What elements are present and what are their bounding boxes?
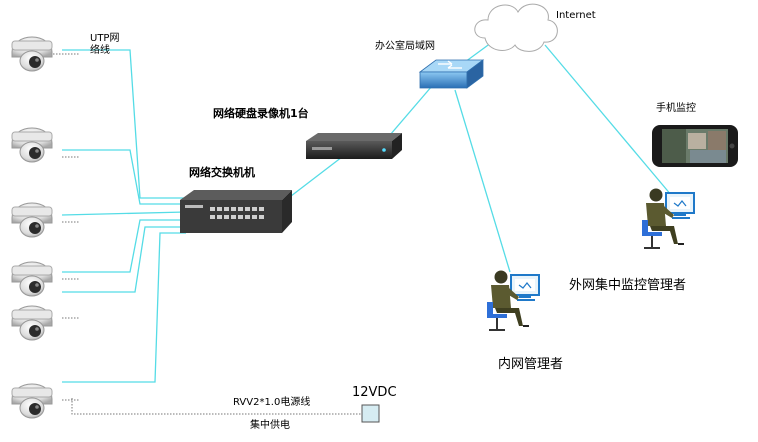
smartphone-icon [652,125,738,167]
power-supply-label: 集中供电 [250,420,290,431]
nvr-icon [306,133,402,159]
router-icon [418,59,485,89]
power-supply-icon [361,404,380,423]
cable-camera-4 [62,219,186,273]
camera-power-taps [44,53,80,401]
cable-camera-3 [61,211,187,216]
cable-router-local-admin [454,89,511,273]
network-cables [61,39,673,383]
cloud-icon [474,3,558,52]
utp-label-line1: UTP网 [90,33,120,44]
internet-label: Internet [556,10,596,21]
network-switch-icon [180,190,292,233]
dome-camera-icon [11,383,53,419]
cable-nvr-router [389,85,433,136]
voltage-label: 12VDC [352,385,397,400]
cable-camera-2 [62,149,186,205]
mobile-monitor-label: 手机监控 [656,103,696,114]
utp-label-line2: 络线 [90,45,110,56]
lan-label: 办公室局域网 [375,41,435,52]
switch-label: 网络交换机机 [189,166,255,179]
person-at-computer-icon [487,270,540,331]
cable-camera-1 [62,49,186,199]
remote-admin-label: 外网集中监控管理者 [569,278,687,293]
power-cable-line [71,398,362,415]
person-at-computer-icon [642,188,695,249]
cable-cloud-remote-admin [544,44,673,197]
dome-camera-icon [11,36,53,72]
cable-camera-6 [62,232,186,383]
nvr-label: 网络硬盘录像机1台 [213,107,309,120]
power-cable-label: RVV2*1.0电源线 [233,397,311,408]
dome-camera-icon [11,261,53,297]
dome-camera-icon [11,305,53,341]
local-admin-label: 内网管理者 [498,357,564,372]
cable-camera-5 [62,226,186,293]
dome-camera-icon [11,202,53,238]
dome-camera-icon [11,127,53,163]
